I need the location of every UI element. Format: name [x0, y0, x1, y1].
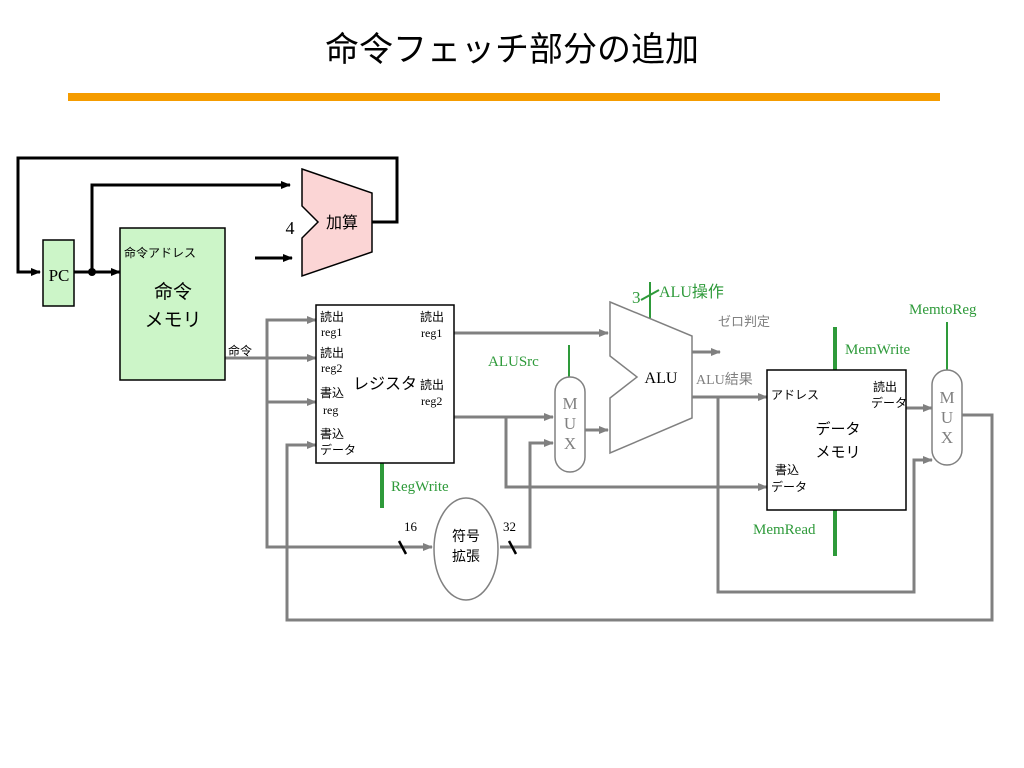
rf-out2-sub: reg2 — [421, 394, 442, 408]
signext-line2: 拡張 — [452, 549, 480, 565]
imem-title-line1: 命令 — [154, 281, 192, 303]
adder-shape — [301, 167, 373, 278]
alusrc-label: ALUSrc — [488, 354, 539, 370]
memtoreg-mux-letter-x: X — [941, 428, 953, 447]
alu-label: ALU — [645, 370, 678, 387]
rf-title: レジスタ — [353, 374, 417, 393]
pc-label: PC — [49, 266, 70, 285]
read2-to-dmem-wire — [504, 417, 768, 491]
data-memory — [766, 369, 907, 511]
datapath-wires — [225, 316, 994, 622]
aluop-width: 3 — [632, 288, 641, 307]
regwrite-label: RegWrite — [391, 479, 449, 495]
instr-bus-wire — [225, 316, 317, 360]
memtoreg-mux-letter-m: M — [939, 388, 954, 407]
rf-wdata-sub: データ — [320, 442, 356, 457]
alu-shape — [609, 300, 693, 455]
aluop-tick — [640, 289, 660, 301]
slide-title: 命令フェッチ部分の追加 — [325, 30, 699, 70]
rf-out1-sub: reg1 — [421, 326, 442, 340]
signext-to-mux-wire — [500, 439, 554, 549]
instruction-memory — [119, 227, 226, 381]
bus16-label: 16 — [404, 519, 418, 534]
memtoreg-label: MemtoReg — [909, 302, 977, 318]
writeback-wire — [285, 413, 994, 622]
dmem-read-label: 読出 — [873, 379, 897, 394]
title-underline — [68, 93, 940, 101]
memtoreg-mux — [931, 369, 963, 466]
adder-feedback-wire — [16, 156, 399, 276]
rf-read1-sub: reg1 — [321, 325, 342, 339]
alusrc-mux-letter-x: X — [564, 434, 576, 453]
imem-title-line2: メモリ — [144, 309, 201, 331]
rf-wdata-label: 書込 — [320, 427, 344, 441]
adder-label: 加算 — [326, 213, 358, 232]
alusrc-mux-letter-u: U — [564, 414, 576, 433]
imem-output-label: 命令 — [228, 343, 252, 358]
bus16-tick — [397, 540, 408, 555]
alu-bypass-wire — [716, 397, 933, 594]
register-file — [315, 304, 455, 464]
adder-constant: 4 — [286, 218, 295, 238]
imem-address-label: 命令アドレス — [124, 245, 196, 260]
memread-label: MemRead — [753, 522, 816, 538]
instr-to-signext-wire — [265, 402, 433, 551]
bus32-tick — [507, 540, 518, 555]
dmem-title-line1: データ — [815, 420, 860, 438]
rf-out1-label: 読出 — [420, 309, 444, 324]
instr-to-write-reg-wire — [265, 358, 317, 406]
dmem-title-line2: メモリ — [815, 443, 860, 461]
rf-read2-sub: reg2 — [321, 361, 342, 375]
dmem-write-label: 書込 — [775, 463, 799, 477]
control-signal-lines — [380, 282, 948, 556]
memwrite-label: MemWrite — [845, 342, 911, 358]
memtoreg-mux-letter-u: U — [941, 408, 953, 427]
sign-extend-unit — [433, 497, 499, 601]
aluop-label: ALU操作 — [659, 283, 724, 301]
alu-result-label: ALU結果 — [696, 372, 753, 388]
rf-write-sub: reg — [323, 403, 338, 417]
bus32-label: 32 — [503, 519, 516, 534]
dmem-write-sub: データ — [771, 479, 807, 494]
alusrc-mux — [554, 376, 586, 473]
dmem-read-sub: データ — [871, 395, 907, 410]
signext-line1: 符号 — [452, 529, 480, 545]
pc-update-wires — [16, 156, 399, 276]
alusrc-mux-letter-m: M — [562, 394, 577, 413]
pc-to-adder-wire — [90, 181, 291, 272]
rf-write-label: 書込 — [320, 386, 344, 400]
pc-junction-dot — [88, 268, 96, 276]
rf-read1-label: 読出 — [320, 309, 344, 324]
rf-read2-label: 読出 — [320, 345, 344, 360]
dmem-address-label: アドレス — [771, 388, 819, 402]
rf-out2-label: 読出 — [420, 377, 444, 392]
zero-label: ゼロ判定 — [718, 315, 770, 330]
pc-register — [42, 239, 75, 307]
